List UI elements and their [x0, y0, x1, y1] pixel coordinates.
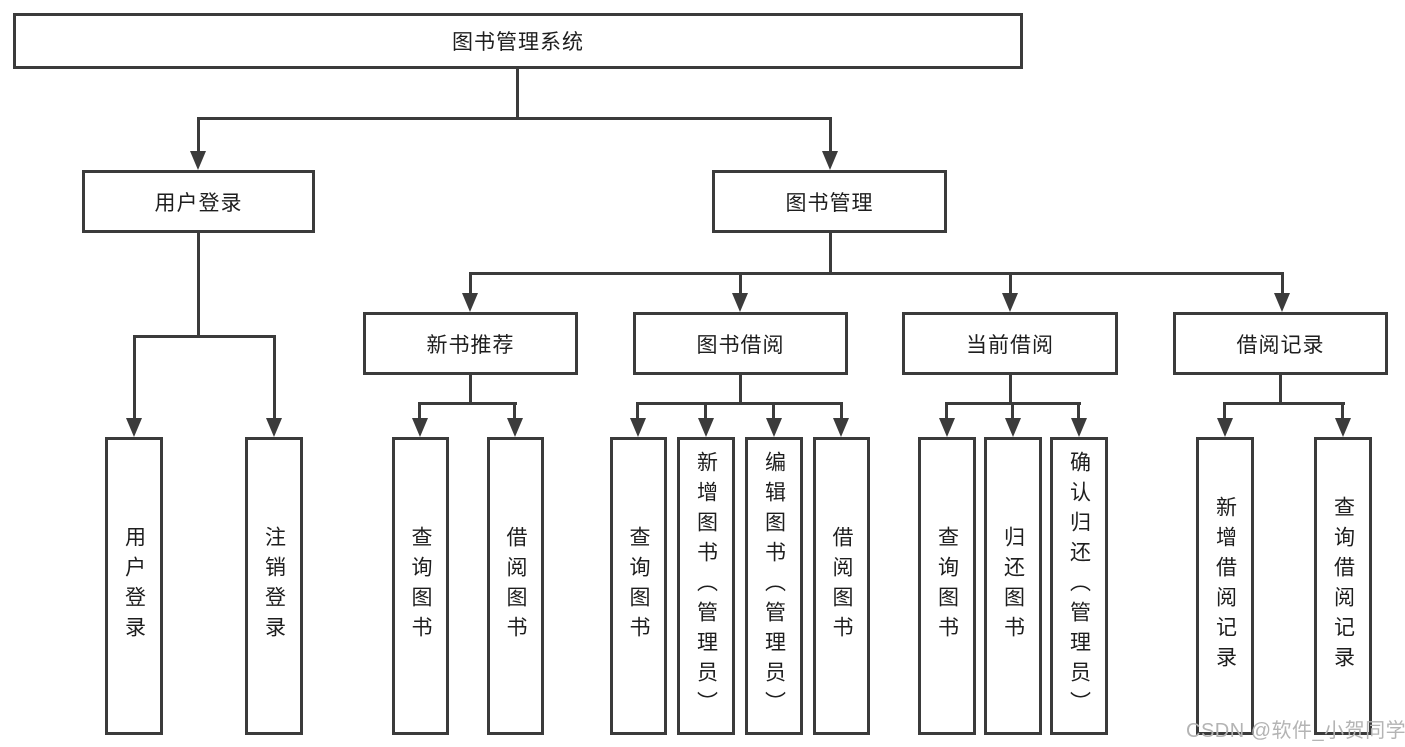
- connector-book-borrow-stem: [739, 375, 742, 405]
- connector-leaf-stem: [1223, 402, 1226, 422]
- connector-borrow-records-split: [1224, 402, 1345, 405]
- leaf-logout-label: 注销登录: [262, 526, 286, 646]
- arrow-down-icon: [1274, 293, 1290, 312]
- node-book-mgmt-label: 图书管理: [785, 191, 874, 215]
- node-book-borrow: 图书借阅: [633, 312, 848, 375]
- connector-root-to-user-login: [197, 117, 200, 153]
- connector-leaf-stem: [1077, 402, 1080, 422]
- connector-to-borrow-records: [1281, 272, 1284, 297]
- leaf-query-borrow-record-label: 查询借阅记录: [1331, 496, 1355, 676]
- leaf-query-books-1: 查询图书: [392, 437, 449, 735]
- connector-root-stem: [516, 68, 519, 118]
- connector-leaf-stem: [636, 402, 639, 422]
- connector-root-split: [197, 117, 832, 120]
- leaf-query-books-3-label: 查询图书: [935, 526, 959, 646]
- leaf-add-borrow-record-label: 新增借阅记录: [1213, 496, 1237, 676]
- connector-to-new-book: [469, 272, 472, 297]
- leaf-logout: 注销登录: [245, 437, 303, 735]
- node-user-login: 用户登录: [82, 170, 315, 233]
- node-current-borrow-label: 当前借阅: [966, 333, 1054, 357]
- arrow-down-icon: [766, 418, 782, 437]
- arrow-down-icon: [126, 418, 142, 437]
- leaf-edit-books-admin-label: 编辑图书（管理员）: [762, 451, 786, 721]
- connector-leaf-stem: [840, 402, 843, 422]
- leaf-return-books-label: 归还图书: [1001, 526, 1025, 646]
- leaf-user-login-label: 用户登录: [122, 526, 146, 646]
- leaf-query-books-2-label: 查询图书: [627, 526, 650, 646]
- arrow-down-icon: [939, 418, 955, 437]
- connector-borrow-records-stem: [1279, 375, 1282, 405]
- connector-book-mgmt-stem: [829, 233, 832, 275]
- connector-current-borrow-stem: [1009, 375, 1012, 405]
- connector-leaf-stem: [513, 402, 516, 422]
- connector-new-book-stem: [469, 375, 472, 405]
- leaf-borrow-books-2-label: 借阅图书: [830, 526, 853, 646]
- leaf-confirm-return-admin: 确认归还（管理员）: [1050, 437, 1108, 735]
- connector-to-leaf-logout: [273, 335, 276, 420]
- arrow-down-icon: [630, 418, 646, 437]
- leaf-user-login: 用户登录: [105, 437, 163, 735]
- leaf-query-books-1-label: 查询图书: [409, 526, 432, 646]
- leaf-borrow-books-2: 借阅图书: [813, 437, 870, 735]
- connector-user-login-split: [133, 335, 276, 338]
- node-user-login-label: 用户登录: [154, 191, 243, 215]
- leaf-add-books-admin-label: 新增图书（管理员）: [694, 451, 718, 721]
- connector-user-login-stem: [197, 233, 200, 337]
- connector-book-mgmt-split: [469, 272, 1284, 275]
- connector-root-to-book-mgmt: [829, 117, 832, 153]
- node-new-book-rec: 新书推荐: [363, 312, 578, 375]
- arrow-down-icon: [1071, 418, 1087, 437]
- node-current-borrow: 当前借阅: [902, 312, 1118, 375]
- connector-to-leaf-login: [133, 335, 136, 420]
- node-root-label: 图书管理系统: [452, 31, 584, 54]
- arrow-down-icon: [412, 418, 428, 437]
- arrow-down-icon: [190, 151, 206, 170]
- watermark: CSDN @软件_小贺同学: [1186, 720, 1405, 742]
- connector-leaf-stem: [1011, 402, 1014, 422]
- arrow-down-icon: [1335, 418, 1351, 437]
- node-borrow-records-label: 借阅记录: [1236, 333, 1325, 357]
- leaf-query-books-2: 查询图书: [610, 437, 667, 735]
- node-new-book-rec-label: 新书推荐: [426, 333, 515, 357]
- leaf-confirm-return-admin-label: 确认归还（管理员）: [1067, 451, 1091, 721]
- connector-leaf-stem: [418, 402, 421, 422]
- connector-to-current-borrow: [1009, 272, 1012, 297]
- node-book-borrow-label: 图书借阅: [696, 333, 785, 357]
- node-borrow-records: 借阅记录: [1173, 312, 1388, 375]
- leaf-add-borrow-record: 新增借阅记录: [1196, 437, 1254, 735]
- arrow-down-icon: [1005, 418, 1021, 437]
- arrow-down-icon: [462, 293, 478, 312]
- leaf-borrow-books-1: 借阅图书: [487, 437, 544, 735]
- connector-book-borrow-split: [637, 402, 843, 405]
- connector-new-book-split: [419, 402, 517, 405]
- arrow-down-icon: [833, 418, 849, 437]
- arrow-down-icon: [507, 418, 523, 437]
- arrow-down-icon: [822, 151, 838, 170]
- leaf-add-books-admin: 新增图书（管理员）: [677, 437, 735, 735]
- node-root: 图书管理系统: [13, 13, 1023, 69]
- connector-leaf-stem: [772, 402, 775, 422]
- leaf-return-books: 归还图书: [984, 437, 1042, 735]
- arrow-down-icon: [1002, 293, 1018, 312]
- leaf-query-books-3: 查询图书: [918, 437, 976, 735]
- connector-leaf-stem: [704, 402, 707, 422]
- arrow-down-icon: [1217, 418, 1233, 437]
- leaf-query-borrow-record: 查询借阅记录: [1314, 437, 1372, 735]
- arrow-down-icon: [698, 418, 714, 437]
- arrow-down-icon: [266, 418, 282, 437]
- connector-leaf-stem: [945, 402, 948, 422]
- connector-leaf-stem: [1341, 402, 1344, 422]
- connector-to-book-borrow: [739, 272, 742, 297]
- leaf-borrow-books-1-label: 借阅图书: [504, 526, 527, 646]
- node-book-mgmt: 图书管理: [712, 170, 947, 233]
- leaf-edit-books-admin: 编辑图书（管理员）: [745, 437, 803, 735]
- arrow-down-icon: [732, 293, 748, 312]
